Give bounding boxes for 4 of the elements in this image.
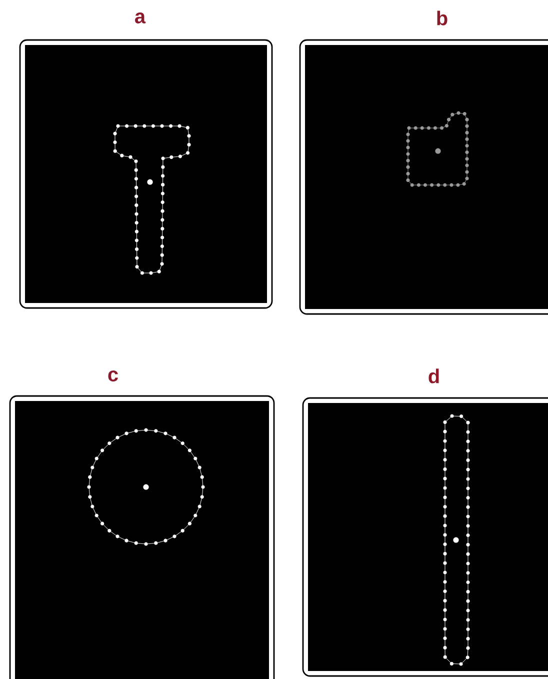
panel-label: c <box>108 370 118 382</box>
panel-label: d <box>428 368 439 384</box>
panel-label: b <box>437 10 448 26</box>
panel-label: a <box>135 12 146 24</box>
